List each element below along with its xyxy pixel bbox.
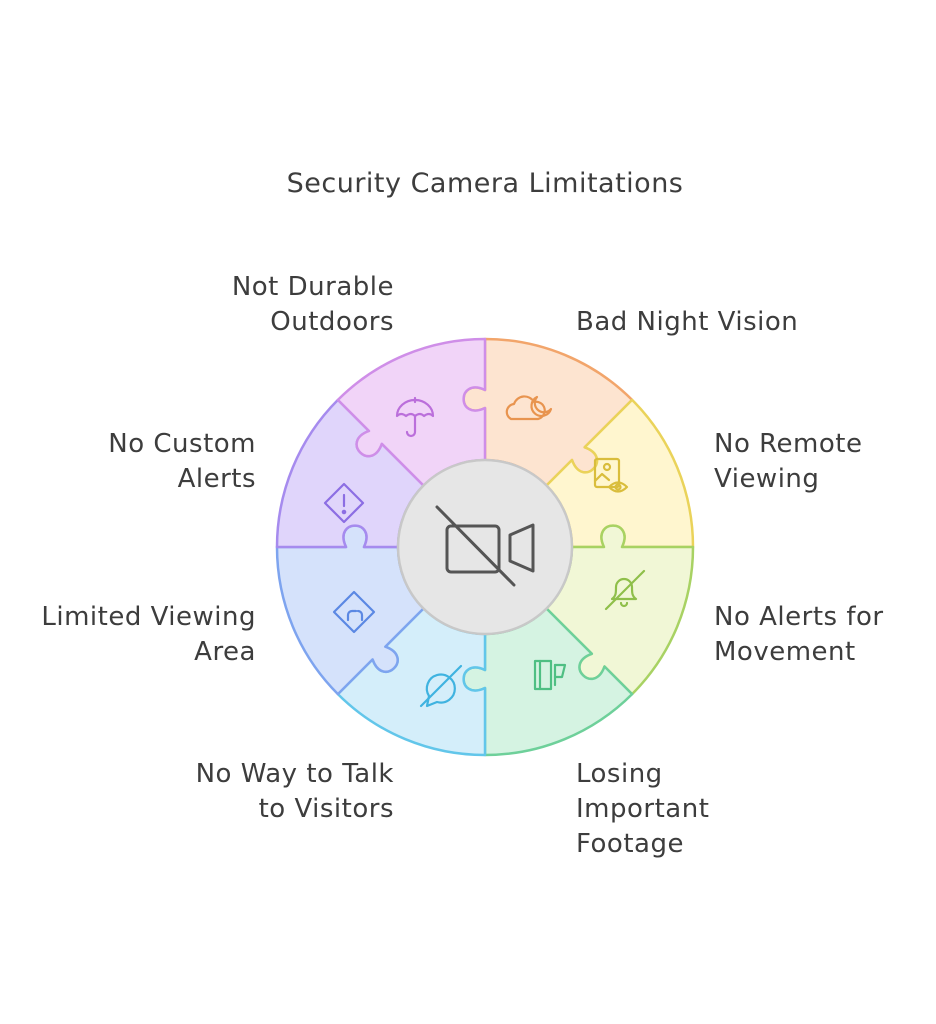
label-line: Limited Viewing [41, 602, 256, 632]
message-off-icon [419, 664, 463, 708]
umbrella-icon [395, 396, 435, 438]
bell-off-icon [604, 569, 646, 611]
label-line: Bad Night Vision [576, 307, 799, 337]
label-line: No Alerts for [714, 602, 884, 632]
label-line: No Way to Talk [195, 759, 394, 789]
label-line: Viewing [714, 464, 820, 494]
label-line: Alerts [177, 464, 256, 494]
label-line: Area [194, 637, 256, 667]
warning-diamond-icon [323, 482, 365, 524]
label-line: Losing [576, 759, 663, 789]
label-line: Footage [576, 829, 684, 859]
label-line: Movement [714, 637, 856, 667]
diagram-title: Security Camera Limitations [286, 168, 684, 199]
cloud-moon-icon [505, 395, 553, 421]
label-line: Important [576, 794, 710, 824]
label-line: No Remote [714, 429, 863, 459]
footage-icon [533, 659, 567, 691]
segment-no-remote-viewing [545, 398, 695, 549]
label-bad-night-vision: Bad Night Vision [576, 305, 798, 340]
label-no-way-to-talk-to-visitors: No Way to Talk to Visitors [196, 757, 394, 827]
video-off-icon [435, 505, 535, 587]
label-line: No Custom [108, 429, 256, 459]
label-line: Not Durable [231, 272, 394, 302]
label-line: to Visitors [258, 794, 394, 824]
direction-sign-icon [332, 590, 376, 634]
image-eye-icon [593, 457, 629, 493]
label-line: Outdoors [270, 307, 394, 337]
center-hub [396, 458, 574, 636]
